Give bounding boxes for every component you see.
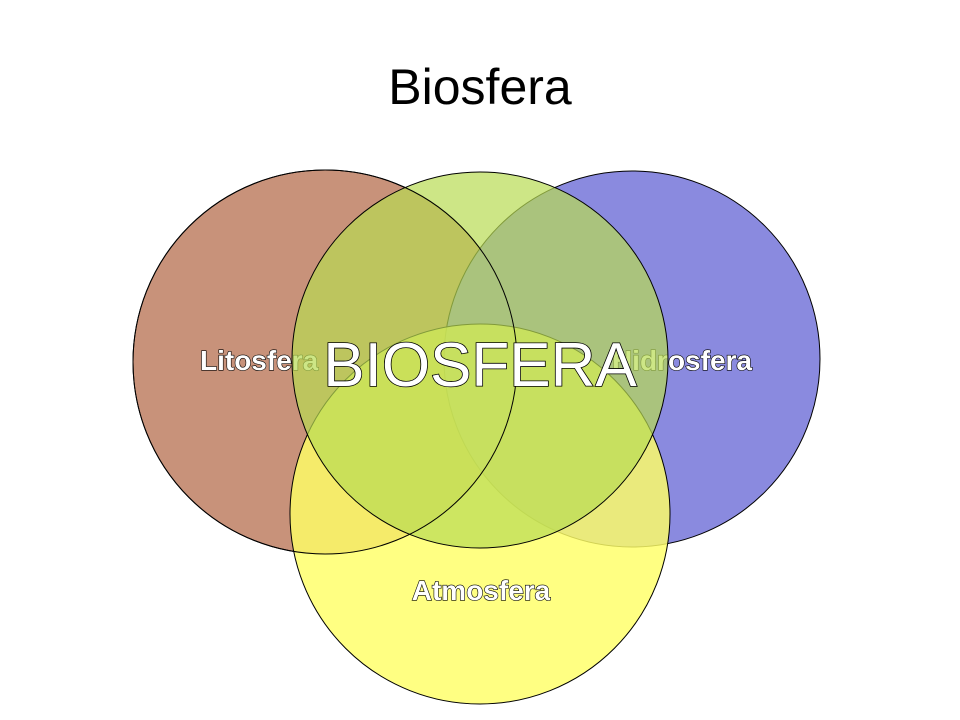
- slide-title: Biosfera: [388, 59, 572, 115]
- biosfera-center-label: BIOSFERA: [323, 331, 637, 400]
- atmosfera-label: Atmosfera: [412, 575, 551, 606]
- litosfera-outline: [132, 169, 518, 555]
- biosfera-circle: [291, 171, 669, 549]
